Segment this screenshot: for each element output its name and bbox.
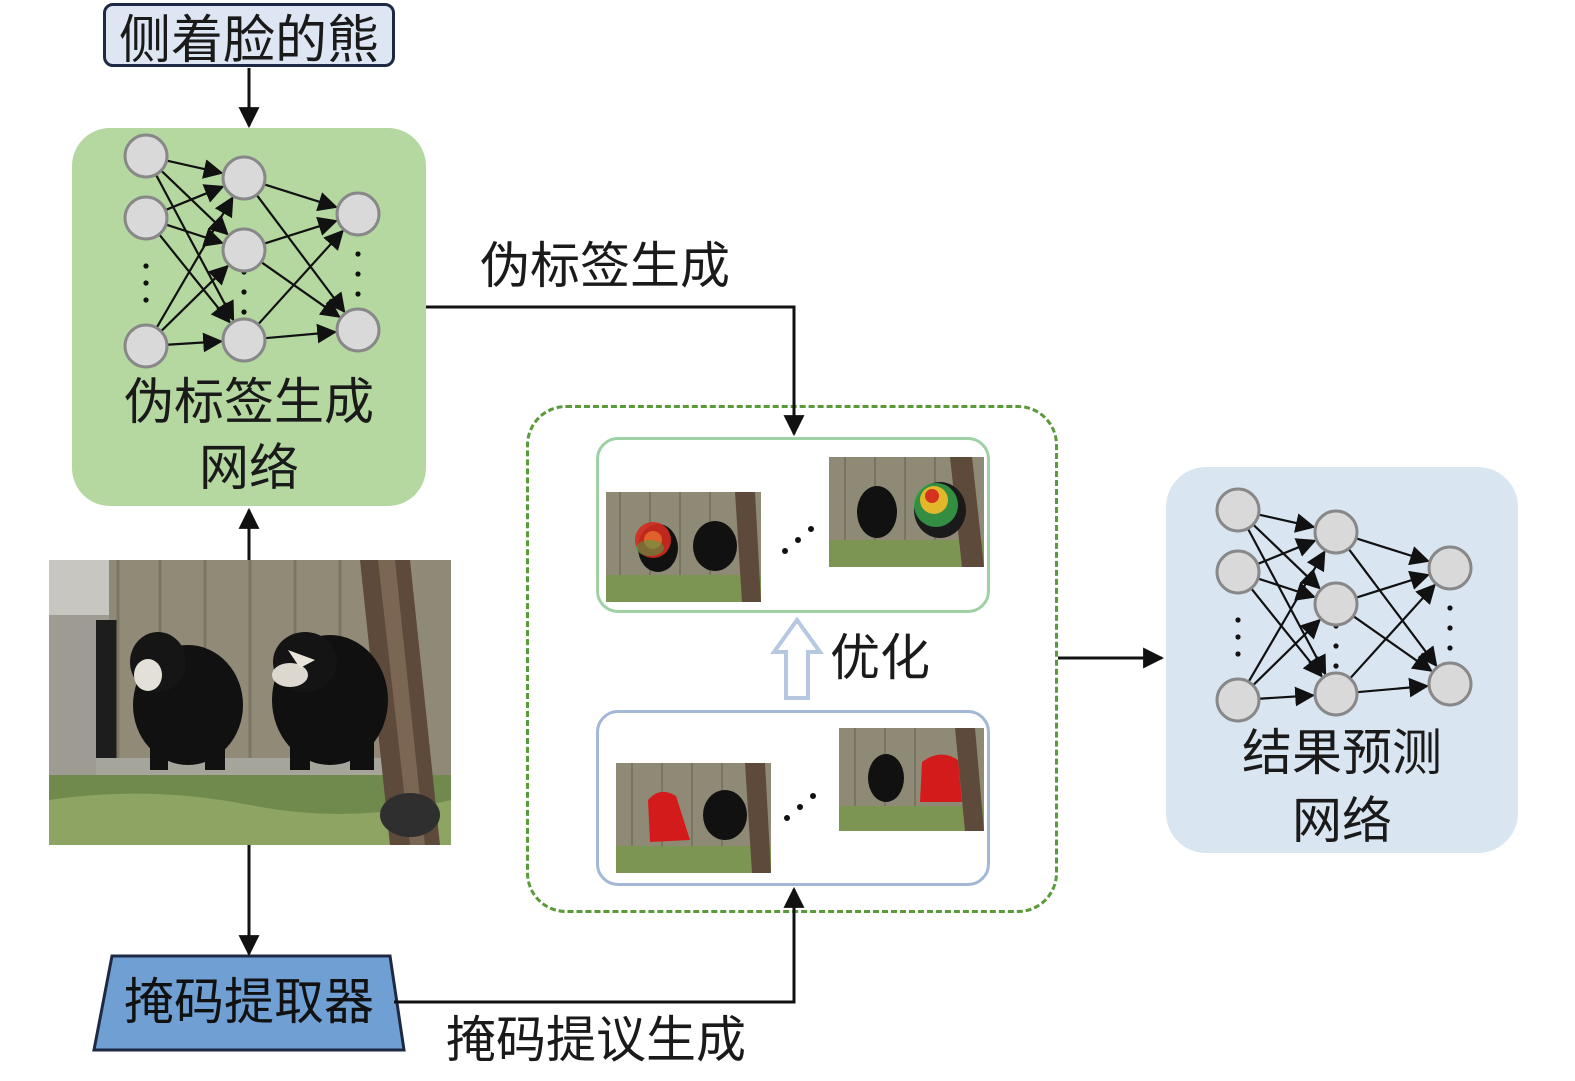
network-edge: [1247, 550, 1326, 683]
heatmap-thumbnail-2: [829, 457, 984, 567]
network-edge: [155, 196, 234, 329]
network-node: [1215, 677, 1261, 723]
network-node: [221, 227, 267, 273]
network-edge: [1352, 615, 1433, 672]
network-ellipsis-dot: [1235, 634, 1241, 640]
network-edge: [263, 216, 338, 245]
network-node: [1313, 509, 1359, 555]
network-edge: [165, 184, 225, 212]
network-edge: [1355, 537, 1430, 566]
network-ellipsis-dot: [1447, 625, 1453, 631]
network-ellipsis-dot: [1333, 643, 1339, 649]
network-ellipsis-dot: [241, 289, 247, 295]
heatmap-thumbnail-1: [606, 492, 761, 602]
network-edge: [1258, 686, 1316, 707]
refine-up-arrow: [770, 616, 824, 700]
network-edge: [1257, 577, 1317, 601]
network-edge: [1252, 618, 1321, 687]
network-node: [123, 133, 169, 179]
network-node: [1313, 581, 1359, 627]
network-ellipsis-dot: [143, 280, 149, 286]
network-node: [221, 155, 267, 201]
query-text: 侧着脸的熊: [118, 10, 379, 71]
network-edge: [160, 264, 229, 333]
network-ellipsis-dot: [355, 291, 361, 297]
network-node: [1427, 545, 1473, 591]
network-ellipsis-dot: [1333, 663, 1339, 669]
network-edge: [1347, 548, 1438, 668]
mask-thumbnail-2: [839, 728, 984, 831]
network-edge: [165, 223, 225, 247]
network-edge: [154, 174, 235, 322]
network-ellipsis-dot: [143, 263, 149, 269]
network-ellipsis-dot: [355, 251, 361, 257]
network-edge: [1356, 677, 1430, 698]
network-edge: [1250, 587, 1323, 678]
network-node: [1215, 487, 1261, 533]
mask-extractor-shape: [92, 954, 406, 1052]
network-ellipsis-dot: [355, 271, 361, 277]
network-edge: [264, 323, 338, 344]
pseudo-label-network-label-2: 网络: [199, 439, 299, 497]
network-edge: [257, 229, 344, 326]
mask-ellipsis: [784, 793, 816, 821]
network-edge: [1258, 513, 1316, 533]
refine-label: 优化: [830, 629, 930, 687]
network-ellipsis-dot: [241, 309, 247, 315]
network-ellipsis-dot: [1447, 605, 1453, 611]
result-network-icon: [1215, 487, 1473, 723]
network-node: [1215, 549, 1261, 595]
query-text-box: 侧着脸的熊: [103, 3, 395, 71]
pseudo-label-arrow: [426, 305, 805, 437]
result-network-label-2: 网络: [1292, 792, 1392, 850]
network-edge: [255, 194, 346, 314]
refinement-group-box: [526, 405, 1058, 913]
network-ellipsis-dot: [1447, 645, 1453, 651]
network-ellipsis-dot: [143, 297, 149, 303]
network-ellipsis-dot: [1235, 617, 1241, 623]
result-network-label-1: 结果预测: [1242, 724, 1442, 782]
network-edge: [166, 332, 224, 353]
heatmap-ellipsis: [782, 526, 814, 554]
network-edge: [1355, 570, 1430, 599]
mask-thumbnail-1: [616, 763, 771, 873]
network-edge: [166, 159, 224, 179]
pseudo-label-edge-label: 伪标签生成: [480, 237, 730, 295]
network-node: [123, 323, 169, 369]
network-edge: [260, 261, 341, 318]
network-node: [1427, 661, 1473, 707]
network-node: [335, 307, 381, 353]
network-ellipsis-dot: [1235, 651, 1241, 657]
network-edge: [1257, 538, 1317, 566]
network-edge: [263, 183, 338, 212]
mask-proposal-edge-label: 掩码提议生成: [446, 1011, 746, 1069]
network-node: [221, 317, 267, 363]
pseudo-label-network-label-1: 伪标签生成: [124, 373, 374, 431]
network-node: [1313, 671, 1359, 717]
network-edge: [1246, 528, 1327, 676]
network-node: [123, 195, 169, 241]
network-edge: [158, 233, 231, 324]
network-node: [335, 191, 381, 237]
input-photo-bears: [49, 560, 451, 845]
network-edge: [1349, 583, 1436, 680]
mask-proposal-arrow: [394, 886, 805, 1004]
mask-extractor-label: 掩码提取器: [124, 973, 374, 1031]
pseudo-label-network-icon: [123, 133, 381, 369]
